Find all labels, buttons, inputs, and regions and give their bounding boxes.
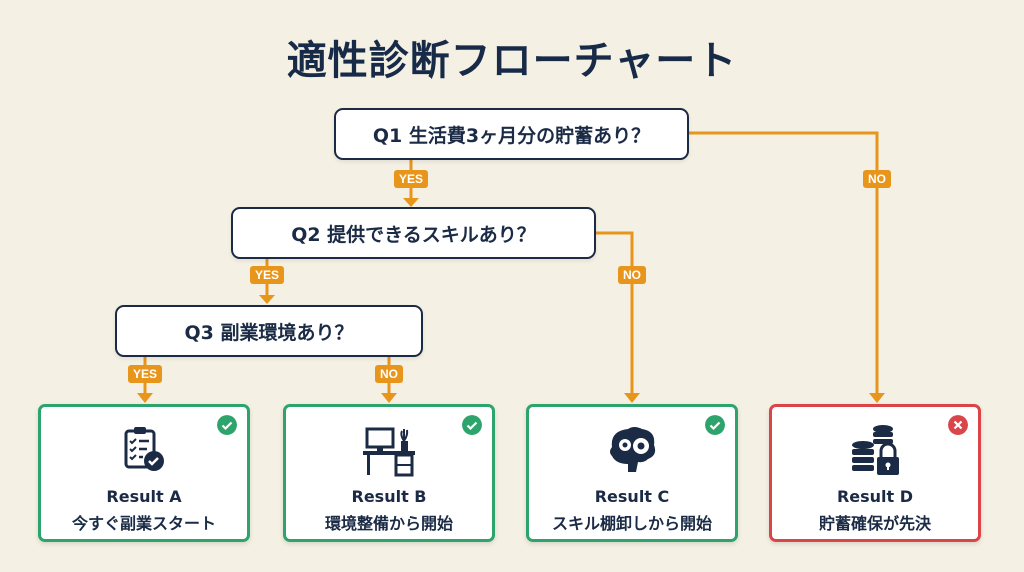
result-card-c: Result C スキル棚卸しから開始 xyxy=(526,404,738,542)
edge-q1-no xyxy=(688,131,879,395)
result-d-text: 貯蓄確保が先決 xyxy=(818,514,931,533)
brain-gears-icon xyxy=(610,427,656,472)
desk-computer-icon xyxy=(363,427,415,477)
result-a-title: Result A xyxy=(106,487,182,506)
question-q1: Q1 生活費3ヶ月分の貯蓄あり？ xyxy=(334,108,689,160)
result-c-title: Result C xyxy=(594,487,670,506)
arrowhead xyxy=(403,198,419,207)
arrowhead xyxy=(624,393,640,403)
result-b-title: Result B xyxy=(351,487,427,506)
edge-q2-no xyxy=(595,231,634,395)
result-card-a: Result A 今すぐ副業スタート xyxy=(38,404,250,542)
result-d-title: Result D xyxy=(836,487,914,506)
edge-label-q3-no: NO xyxy=(375,365,403,383)
page-title: 適性診断フローチャート xyxy=(286,38,738,84)
question-q2: Q2 提供できるスキルあり？ xyxy=(231,207,596,259)
result-card-d: Result D 貯蓄確保が先決 xyxy=(769,404,981,542)
edge-label-q2-yes: YES xyxy=(249,266,285,284)
edge-label-q1-no: NO xyxy=(863,170,891,188)
result-card-b: Result B 環境整備から開始 xyxy=(283,404,495,542)
question-q3: Q3 副業環境あり？ xyxy=(115,305,423,357)
edge-label-q3-yes: YES xyxy=(127,365,163,383)
clipboard-check-icon xyxy=(124,427,164,471)
edge-label-q2-no: NO xyxy=(618,266,646,284)
x-circle-icon xyxy=(948,415,968,435)
result-a-text: 今すぐ副業スタート xyxy=(71,514,216,533)
arrowhead xyxy=(137,393,153,403)
result-c-text: スキル棚卸しから開始 xyxy=(551,514,712,533)
coins-lock-icon xyxy=(852,425,899,475)
check-circle-icon xyxy=(705,415,725,435)
check-circle-icon xyxy=(217,415,237,435)
edge-label-q1-yes: YES xyxy=(393,170,429,188)
question-q2-label: Q2 提供できるスキルあり？ xyxy=(291,223,536,246)
arrowhead xyxy=(259,295,275,304)
arrowhead xyxy=(381,393,397,403)
question-q1-label: Q1 生活費3ヶ月分の貯蓄あり？ xyxy=(372,124,651,147)
arrowhead xyxy=(869,393,885,403)
check-circle-icon xyxy=(462,415,482,435)
question-q3-label: Q3 副業環境あり？ xyxy=(184,321,354,344)
result-b-text: 環境整備から開始 xyxy=(324,514,453,533)
